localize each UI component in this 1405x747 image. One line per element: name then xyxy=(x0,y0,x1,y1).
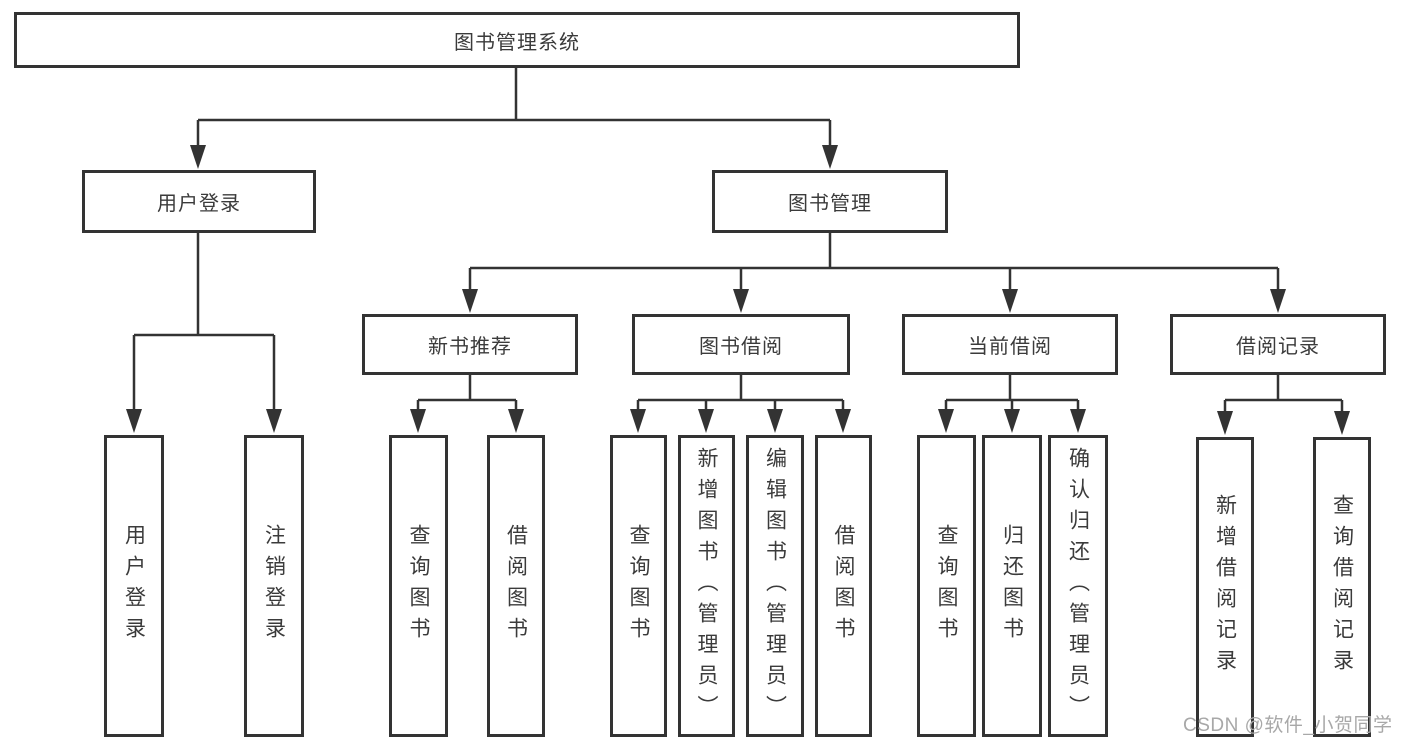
node-borrowing-records-label: 借阅记录 xyxy=(1236,336,1320,358)
leaf-user-login-label: 用户登录 xyxy=(122,524,146,648)
node-user-login-label: 用户登录 xyxy=(157,193,241,215)
node-book-borrowing-label: 图书借阅 xyxy=(699,336,783,358)
leaf-query-books-current: 查询图书 xyxy=(917,435,976,737)
leaf-add-books-admin-label: 新增图书（管理员） xyxy=(695,446,718,726)
leaf-edit-books-admin-label: 编辑图书（管理员） xyxy=(763,446,787,726)
leaf-query-borrow-record: 查询借阅记录 xyxy=(1313,437,1371,737)
node-current-borrowing: 当前借阅 xyxy=(902,314,1118,375)
leaf-return-books-label: 归还图书 xyxy=(1000,524,1024,648)
leaf-logout-login: 注销登录 xyxy=(244,435,304,737)
leaf-query-books-recommend-label: 查询图书 xyxy=(407,524,430,648)
node-book-borrowing: 图书借阅 xyxy=(632,314,850,375)
leaf-add-borrow-record: 新增借阅记录 xyxy=(1196,437,1254,737)
csdn-watermark: CSDN @软件_小贺同学 xyxy=(1183,715,1393,736)
node-root: 图书管理系统 xyxy=(14,12,1020,68)
leaf-confirm-return-admin: 确认归还（管理员） xyxy=(1048,435,1108,737)
leaf-add-books-admin: 新增图书（管理员） xyxy=(678,435,735,737)
leaf-query-books-borrow-label: 查询图书 xyxy=(627,524,650,648)
leaf-add-borrow-record-label: 新增借阅记录 xyxy=(1213,494,1237,680)
leaf-borrow-books-borrow-label: 借阅图书 xyxy=(832,524,855,648)
leaf-return-books: 归还图书 xyxy=(982,435,1042,737)
leaf-query-books-current-label: 查询图书 xyxy=(935,524,958,648)
node-new-book-recommendation-label: 新书推荐 xyxy=(428,336,512,358)
leaf-borrow-books-borrow: 借阅图书 xyxy=(815,435,872,737)
node-current-borrowing-label: 当前借阅 xyxy=(968,336,1052,358)
node-root-label: 图书管理系统 xyxy=(454,31,580,54)
leaf-edit-books-admin: 编辑图书（管理员） xyxy=(746,435,804,737)
node-book-management: 图书管理 xyxy=(712,170,948,233)
leaf-query-books-recommend: 查询图书 xyxy=(389,435,448,737)
leaf-user-login: 用户登录 xyxy=(104,435,164,737)
node-new-book-recommendation: 新书推荐 xyxy=(362,314,578,375)
leaf-borrow-books-recommend-label: 借阅图书 xyxy=(504,524,528,648)
leaf-confirm-return-admin-label: 确认归还（管理员） xyxy=(1066,446,1090,726)
leaf-query-books-borrow: 查询图书 xyxy=(610,435,667,737)
leaf-logout-login-label: 注销登录 xyxy=(262,524,286,648)
leaf-query-borrow-record-label: 查询借阅记录 xyxy=(1330,494,1354,680)
leaf-borrow-books-recommend: 借阅图书 xyxy=(487,435,545,737)
node-book-management-label: 图书管理 xyxy=(788,193,872,215)
node-borrowing-records: 借阅记录 xyxy=(1170,314,1386,375)
node-user-login: 用户登录 xyxy=(82,170,316,233)
